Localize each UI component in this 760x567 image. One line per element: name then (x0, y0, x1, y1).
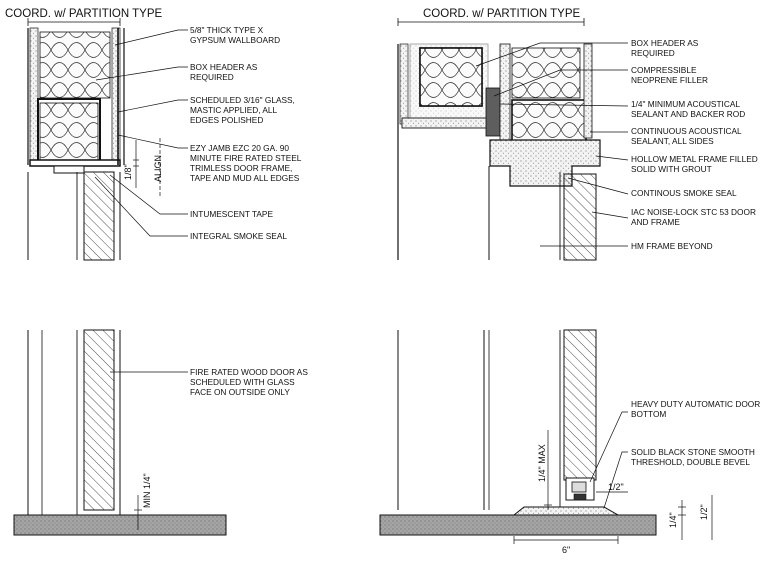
max-height-dimension: 1/4" MAX (537, 444, 547, 482)
left-head-leaders (94, 29, 188, 237)
right-head-detail (397, 43, 601, 261)
title-left: COORD. w/ PARTITION TYPE (5, 8, 163, 26)
note-intumescent: INTUMESCENT TAPE (190, 209, 273, 219)
quarter-inch-dimension: 1/4" (668, 512, 678, 528)
wood-door-leaf (83, 329, 115, 511)
note-neoprene: COMPRESSIBLE NEOPRENE FILLER (631, 65, 708, 85)
insulation-batt (39, 102, 99, 161)
floor-slab-right (379, 514, 657, 536)
right-sill-detail: 1/4" MAX 1/2" 1/4" 1/2" 6" (379, 329, 713, 555)
note-hm-frame-grout: HOLLOW METAL FRAME FILLED SOLID WITH GRO… (631, 154, 760, 174)
note-smoke-seal: INTEGRAL SMOKE SEAL (190, 231, 287, 241)
insulation-batt (511, 47, 581, 99)
title-right: COORD. w/ PARTITION TYPE (397, 8, 585, 26)
undercut-dimension: MIN 1/4" (142, 473, 152, 508)
iac-door-leaf (563, 329, 597, 481)
title-left-text: COORD. w/ PARTITION TYPE (5, 8, 163, 20)
right-head-notes: BOX HEADER AS REQUIRED COMPRESSIBLE NEOP… (631, 38, 760, 251)
align-label: ALIGN (153, 155, 163, 182)
note-auto-door-bottom: HEAVY DUTY AUTOMATIC DOOR BOTTOM (631, 399, 760, 419)
note-acoustic-sealant: 1/4" MINIMUM ACOUSTICAL SEALANT AND BACK… (631, 99, 745, 119)
note-box-header: BOX HEADER AS REQUIRED (190, 62, 260, 82)
left-head-detail: 1/8" ALIGN (27, 27, 163, 261)
right-head-leaders (475, 42, 629, 247)
neoprene-filler (485, 87, 501, 137)
note-iac-door: IAC NOISE-LOCK STC 53 DOOR AND FRAME (631, 207, 758, 227)
note-box-header-right: BOX HEADER AS REQUIRED (631, 38, 701, 58)
note-stone-threshold: SOLID BLACK STONE SMOOTH THRESHOLD, DOUB… (631, 447, 757, 467)
left-sill-detail: MIN 1/4" (13, 329, 227, 536)
note-smoke-seal-right: CONTINOUS SMOKE SEAL (631, 188, 737, 198)
title-right-text: COORD. w/ PARTITION TYPE (423, 8, 581, 20)
half-inch-side-dimension: 1/2" (699, 504, 709, 520)
insulation-batt (39, 31, 111, 99)
floor-slab (13, 514, 227, 536)
half-inch-dimension: 1/2" (608, 482, 624, 492)
note-fire-rated-door: FIRE RATED WOOD DOOR AS SCHEDULED WITH G… (190, 367, 310, 397)
threshold-width-dimension: 6" (562, 545, 570, 555)
gap-dimension: 1/8" (123, 164, 133, 180)
right-sill-notes: HEAVY DUTY AUTOMATIC DOOR BOTTOM SOLID B… (631, 399, 760, 467)
note-gypsum: 5/8" THICK TYPE X GYPSUM WALLBOARD (190, 25, 280, 45)
stone-threshold (512, 506, 620, 516)
note-glass: SCHEDULED 3/16" GLASS, MASTIC APPLIED, A… (190, 95, 297, 125)
note-ezy-jamb: EZY JAMB EZC 20 GA. 90 MINUTE FIRE RATED… (190, 143, 303, 183)
note-continuous-sealant: CONTINUOUS ACOUSTICAL SEALANT, ALL SIDES (631, 126, 744, 146)
note-hm-frame-beyond: HM FRAME BEYOND (631, 241, 713, 251)
left-sill-notes: FIRE RATED WOOD DOOR AS SCHEDULED WITH G… (190, 367, 310, 397)
right-sill-leaders (589, 411, 628, 509)
left-head-notes: 5/8" THICK TYPE X GYPSUM WALLBOARD BOX H… (190, 25, 303, 241)
